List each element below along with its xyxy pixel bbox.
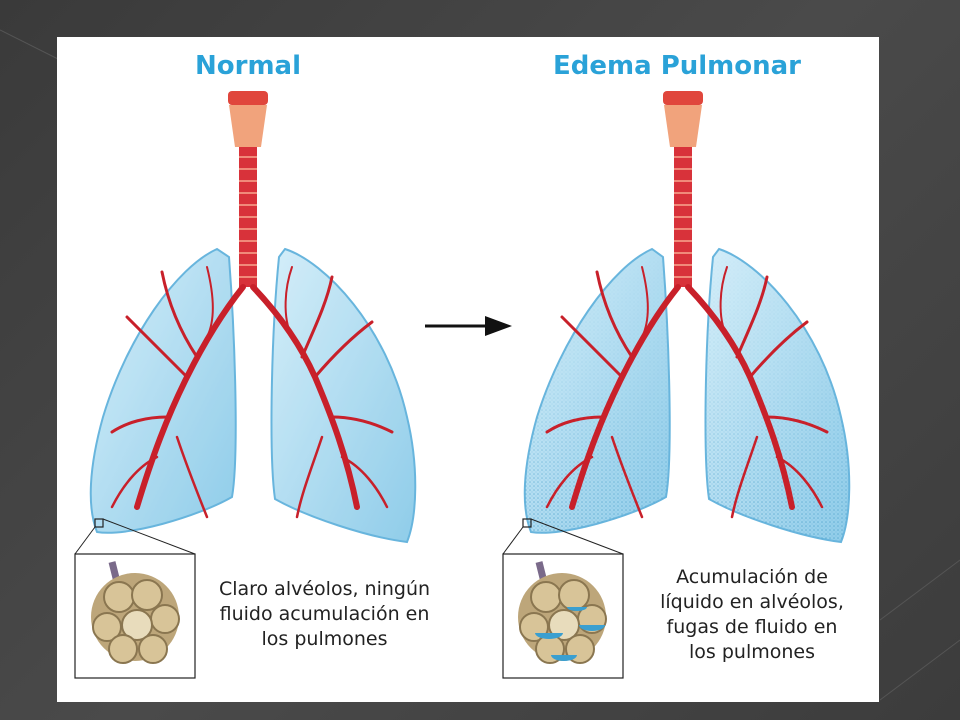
- alveoli-normal: [91, 561, 180, 664]
- transition-arrow: [425, 316, 512, 336]
- fluid-accumulation: [524, 249, 850, 542]
- caption-edema-line: fugas de fluido en: [666, 616, 838, 638]
- normal-lungs: [74, 91, 417, 679]
- bronchi-edema: [545, 266, 829, 519]
- bronchi-normal: [110, 266, 394, 519]
- trachea-edema: [663, 91, 703, 287]
- caption-normal-line: los pulmones: [261, 628, 388, 650]
- caption-normal: Claro alvéolos, ningún fluido acumulació…: [197, 577, 452, 652]
- caption-edema: Acumulación de líquido en alvéolos, fuga…: [637, 565, 867, 665]
- alveoli-edema: [518, 561, 607, 664]
- edema-lungs: [502, 91, 851, 679]
- caption-normal-line: fluido acumulación en: [219, 603, 430, 625]
- diagram-panel: Normal Edema Pulmonar: [57, 37, 879, 702]
- caption-edema-line: los pulmones: [689, 641, 815, 663]
- title-normal: Normal: [195, 51, 301, 81]
- lungs-illustration: [74, 91, 851, 679]
- caption-edema-line: líquido en alvéolos,: [660, 591, 844, 613]
- caption-normal-line: Claro alvéolos, ningún: [218, 578, 431, 600]
- trachea-normal: [228, 91, 268, 287]
- title-edema-pulmonar: Edema Pulmonar: [553, 51, 802, 81]
- caption-edema-line: Acumulación de: [676, 566, 828, 588]
